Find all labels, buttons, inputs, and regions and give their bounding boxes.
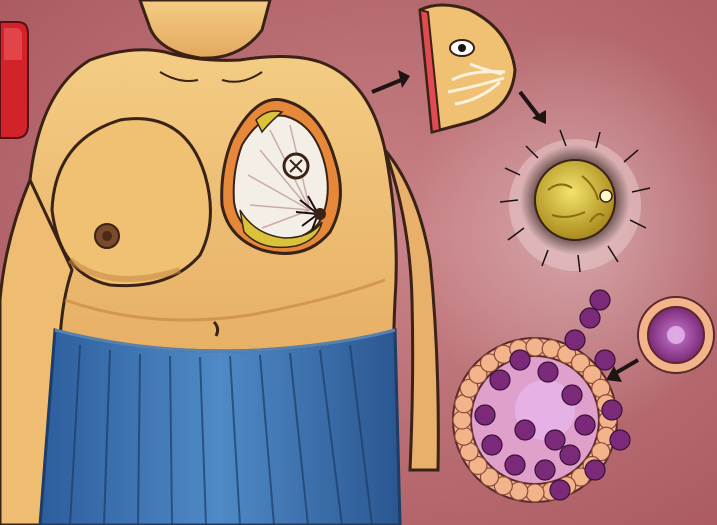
- dividing-cell: [535, 460, 555, 480]
- dividing-cell: [538, 362, 558, 382]
- dividing-cell: [505, 455, 525, 475]
- dividing-cell: [490, 370, 510, 390]
- dividing-cell: [550, 480, 570, 500]
- dividing-cell: [565, 330, 585, 350]
- dividing-cell: [475, 405, 495, 425]
- membrane-bead: [526, 338, 544, 356]
- dividing-cell: [562, 385, 582, 405]
- dividing-cell: [482, 435, 502, 455]
- dividing-cell: [560, 445, 580, 465]
- dividing-cell: [610, 430, 630, 450]
- dividing-cell: [510, 350, 530, 370]
- normal-cell: [638, 297, 714, 373]
- red-label-tab: [0, 22, 28, 138]
- dividing-cell: [590, 290, 610, 310]
- dividing-cell: [515, 420, 535, 440]
- membrane-bead: [453, 411, 471, 429]
- dividing-cell: [580, 308, 600, 328]
- membrane-bead: [526, 484, 544, 502]
- skirt: [40, 330, 400, 525]
- dividing-cell: [575, 415, 595, 435]
- dividing-cell: [585, 460, 605, 480]
- dividing-cell: [595, 350, 615, 370]
- dividing-cell: [602, 400, 622, 420]
- dividing-cell: [545, 430, 565, 450]
- membrane-bead: [455, 427, 473, 445]
